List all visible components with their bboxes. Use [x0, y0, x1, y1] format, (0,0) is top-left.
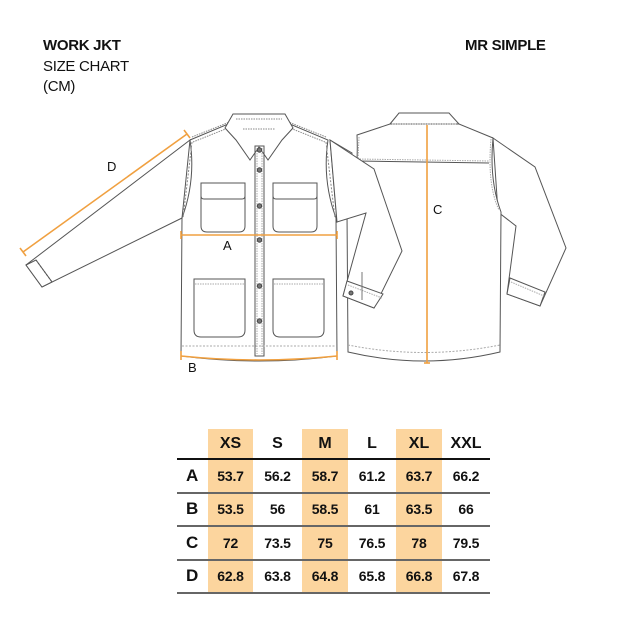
size-header-m: M	[302, 429, 348, 460]
table-row: A 53.7 56.2 58.7 61.2 63.7 66.2	[177, 459, 490, 494]
table-cell: 62.8	[208, 559, 253, 594]
size-chart-table: XS S M L XL XXL A 53.7 56.2 58.7 61.2 63…	[177, 429, 490, 594]
size-header-xl: XL	[396, 429, 442, 460]
table-row: C 72 73.5 75 76.5 78 79.5	[177, 526, 490, 561]
size-header-xxl: XXL	[442, 429, 490, 460]
table-cell: 67.8	[442, 559, 490, 594]
table-row: B 53.5 56 58.5 61 63.5 66	[177, 492, 490, 527]
size-header-s: S	[253, 429, 302, 460]
table-cell: 79.5	[442, 526, 490, 561]
unit-label: (CM)	[43, 78, 76, 95]
table-cell: 63.7	[396, 459, 442, 494]
table-row: D 62.8 63.8 64.8 65.8 66.8 67.8	[177, 559, 490, 594]
back-jacket-sketch	[329, 112, 567, 362]
label-d: D	[107, 159, 116, 174]
product-name: WORK JKT	[43, 37, 121, 54]
table-cell: 65.8	[348, 559, 396, 594]
row-label: C	[177, 526, 208, 561]
row-label: B	[177, 492, 208, 527]
table-cell: 63.5	[396, 492, 442, 527]
table-cell: 72	[208, 526, 253, 561]
table-cell: 66.8	[396, 559, 442, 594]
table-cell: 78	[396, 526, 442, 561]
size-header-l: L	[348, 429, 396, 460]
size-header-row: XS S M L XL XXL	[177, 429, 490, 460]
table-cell: 58.5	[302, 492, 348, 527]
table-cell: 53.5	[208, 492, 253, 527]
jacket-diagram: A B C D	[19, 112, 567, 375]
table-cell: 73.5	[253, 526, 302, 561]
label-b: B	[188, 360, 197, 375]
table-cell: 56	[253, 492, 302, 527]
table-cell: 64.8	[302, 559, 348, 594]
table-cell: 75	[302, 526, 348, 561]
table-cell: 66.2	[442, 459, 490, 494]
table-cell: 63.8	[253, 559, 302, 594]
size-header-xs: XS	[208, 429, 253, 460]
corner-cell	[177, 429, 208, 460]
label-a: A	[223, 238, 232, 253]
table-cell: 56.2	[253, 459, 302, 494]
row-label: D	[177, 559, 208, 594]
measurement-lines	[19, 125, 430, 364]
title-block: WORK JKT SIZE CHART (CM)	[43, 36, 129, 98]
label-c: C	[433, 202, 442, 217]
table-cell: 53.7	[208, 459, 253, 494]
chart-subtitle: SIZE CHART	[43, 57, 129, 75]
dimension-d-line	[22, 133, 188, 253]
dimension-b-line	[180, 355, 338, 361]
front-jacket-sketch	[25, 113, 353, 362]
table-cell: 76.5	[348, 526, 396, 561]
brand-name: MR SIMPLE	[465, 37, 546, 54]
table-cell: 61	[348, 492, 396, 527]
table-cell: 58.7	[302, 459, 348, 494]
table-cell: 66	[442, 492, 490, 527]
table-cell: 61.2	[348, 459, 396, 494]
row-label: A	[177, 459, 208, 494]
